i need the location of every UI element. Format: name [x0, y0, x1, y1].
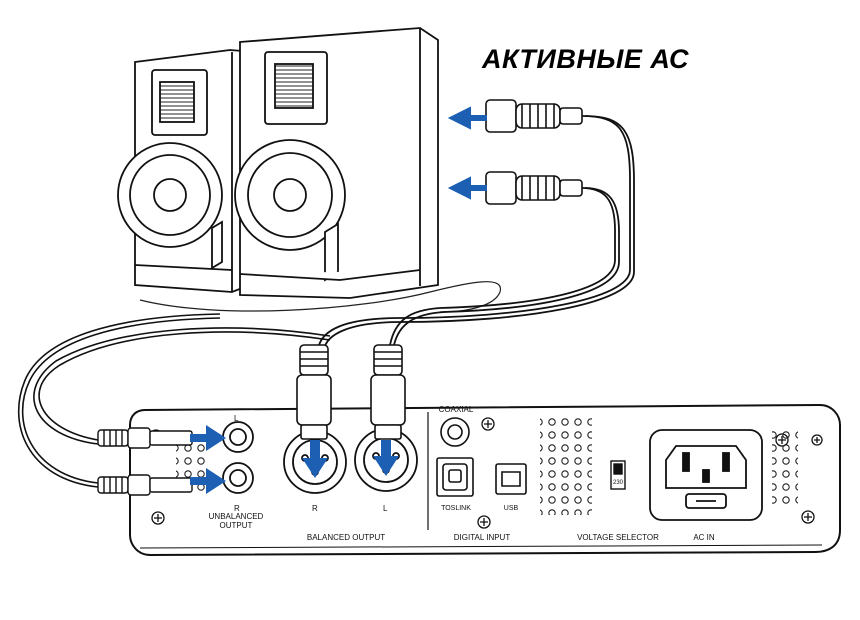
screw-1: [151, 511, 165, 525]
unbalanced-plug-top: [97, 427, 193, 449]
unbalanced-jacks: [222, 421, 254, 494]
unbalanced-label-2: OUTPUT: [220, 521, 253, 530]
arrow-to-jack-r: [190, 468, 226, 494]
arrow-to-xlr-l: [373, 440, 399, 476]
digital-input-label: DIGITAL INPUT: [454, 533, 511, 542]
arrow-to-speaker-bottom: [447, 176, 487, 200]
usb-port: [495, 463, 527, 495]
voltage-selector-label: VOLTAGE SELECTOR: [577, 533, 659, 542]
arrow-to-jack-l: [190, 425, 226, 451]
unbalanced-label-1: UNBALANCED: [209, 512, 264, 521]
voltage-selector-switch: [610, 460, 626, 490]
coaxial-label: COAXIAL: [439, 405, 474, 414]
screw-4: [477, 515, 491, 529]
jack-l-label: L: [234, 414, 239, 423]
arrow-to-xlr-r: [302, 440, 328, 478]
xlr-l-label: L: [383, 504, 388, 513]
screw-7: [811, 434, 823, 446]
screw-3: [481, 417, 495, 431]
speaker-right: [234, 27, 439, 299]
arrow-to-speaker-top: [447, 106, 487, 130]
toslink-port: [436, 457, 474, 497]
xlr-r-label: R: [312, 504, 318, 513]
unbalanced-cables: [17, 313, 331, 488]
xlr-plug-r: [296, 344, 332, 440]
rca-plug-bottom: [485, 171, 583, 205]
balanced-cables: [317, 115, 635, 351]
xlr-plug-l: [370, 344, 406, 440]
vent-center: [540, 415, 592, 515]
ac-inlet: [649, 429, 763, 521]
ac-in-label: AC IN: [693, 533, 715, 542]
toslink-label: TOSLINK: [441, 505, 471, 512]
vent-right: [772, 430, 798, 508]
coaxial-jack: [440, 417, 470, 447]
balanced-output-label: BALANCED OUTPUT: [307, 533, 385, 542]
diagram-title: АКТИВНЫЕ АС: [482, 44, 689, 74]
speaker-left: [117, 49, 256, 293]
speaker-floor-outline: [139, 281, 501, 313]
jack-r-label: R: [234, 504, 240, 513]
unbalanced-plug-bottom: [97, 474, 193, 496]
voltage-value-label: 230: [613, 480, 624, 486]
usb-label: USB: [504, 505, 519, 512]
rca-plug-top: [485, 99, 583, 133]
screw-6: [801, 510, 815, 524]
